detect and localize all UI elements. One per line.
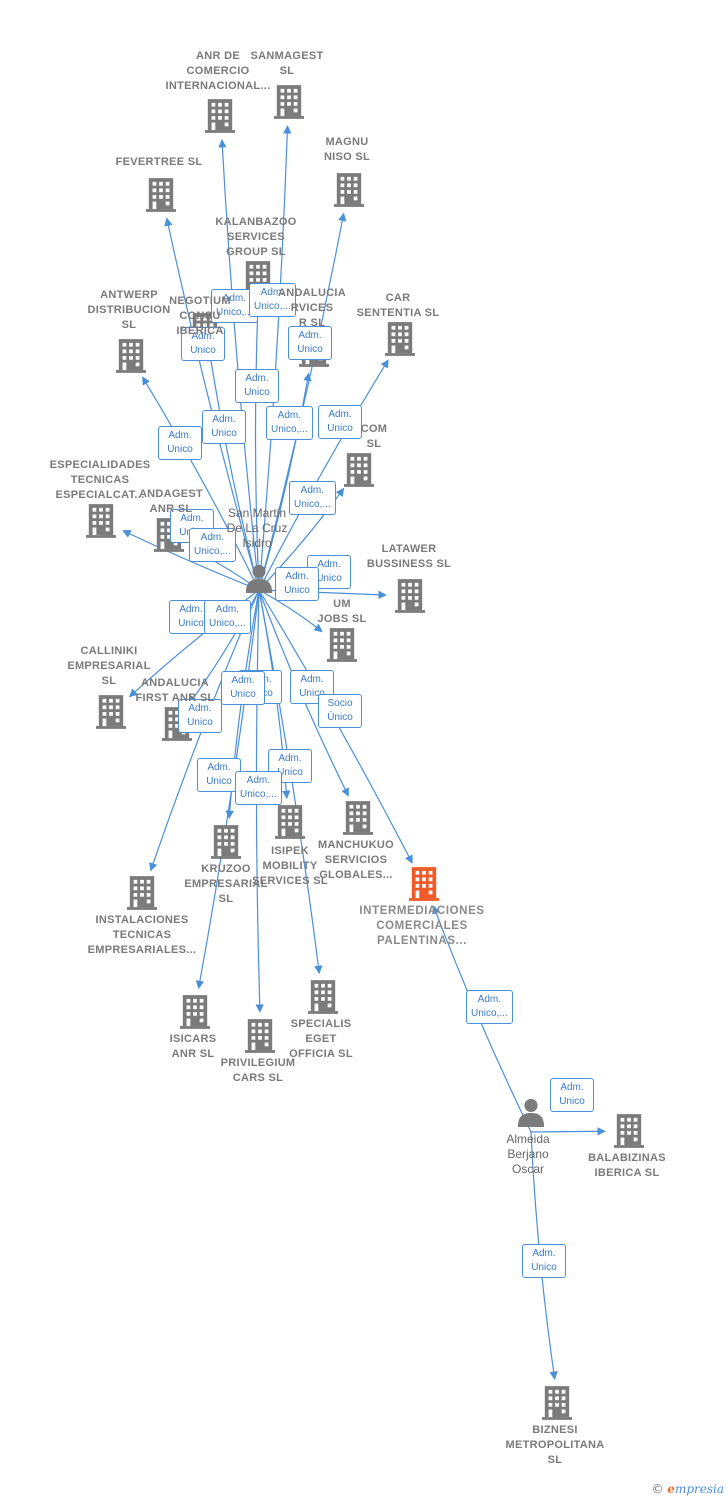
edge-sanmartin-sanm — [258, 125, 292, 591]
node-label-almeida[interactable]: Almeida Berjano Oscar — [506, 1132, 550, 1176]
node-label-anr[interactable]: ANR DE COMERCIO INTERNACIONAL... — [165, 50, 271, 92]
edge-label-sanmartin-specialis[interactable]: Adm. Unico — [221, 671, 265, 705]
node-label-jobs[interactable]: UM JOBS SL — [317, 598, 367, 625]
brand-rest: mpresia — [674, 1482, 724, 1496]
node-label-specialis[interactable]: SPECIALIS EGET OFFICIA SL — [289, 1018, 353, 1060]
node-label-sanmartin[interactable]: San Martin De La Cruz Isidro — [226, 506, 288, 550]
edge-sanmartin-fever — [164, 217, 260, 591]
building-icon-biznesi[interactable] — [542, 1386, 572, 1420]
node-label-instal[interactable]: INSTALACIONES TECNICAS EMPRESARIALES... — [87, 914, 197, 956]
node-label-isipek[interactable]: ISIPEK MOBILITY SERVICES SL — [252, 845, 328, 887]
building-icon-fever[interactable] — [146, 178, 176, 212]
edge-label-sanmartin-instal[interactable]: Adm. Unico — [178, 699, 222, 733]
edge-sanmartin-andserv — [258, 372, 312, 591]
edge-label-sanmartin-privil[interactable]: Adm. Unico,... — [235, 771, 282, 805]
node-label-magnu[interactable]: MAGNU NISO SL — [323, 136, 371, 163]
edge-label-sanmartin-negot[interactable]: Adm. Unico — [202, 410, 246, 444]
edge-label-almeida-inter[interactable]: Adm. Unico,... — [466, 990, 513, 1024]
node-label-sanm[interactable]: SANMAGEST SL — [250, 50, 324, 77]
node-label-com[interactable]: COM SL — [360, 423, 388, 450]
edge-sanmartin-kalan — [253, 301, 262, 591]
edge-label-almeida-balab[interactable]: Adm. Unico — [550, 1078, 594, 1112]
edge-label-sanmartin-inter[interactable]: Socio Único — [318, 694, 362, 728]
building-icon-isicars[interactable] — [180, 995, 210, 1029]
node-label-espec[interactable]: ESPECIALIDADES TECNICAS ESPECIALCAT... — [49, 459, 151, 501]
edge-label-sanmartin-kalan[interactable]: Adm. Unico — [235, 369, 279, 403]
building-icon-specialis[interactable] — [308, 980, 338, 1014]
node-label-andserv[interactable]: ANDALUCIA RVICES R SL — [277, 287, 347, 329]
node-label-antw[interactable]: ANTWERP DISTRIBUCION SL — [87, 289, 171, 331]
building-icon-manch[interactable] — [343, 801, 373, 835]
edge-sanmartin-antw — [142, 376, 260, 591]
building-icon-com[interactable] — [344, 453, 374, 487]
edge-sanmartin-negot — [206, 352, 260, 591]
edge-label-almeida-biznesi[interactable]: Adm. Unico — [522, 1244, 566, 1278]
node-label-biznesi[interactable]: BIZNESI METROPOLITANA SL — [505, 1424, 605, 1466]
edge-label-sanmartin-andag[interactable]: Adm. Unico,... — [189, 528, 236, 562]
edge-sanmartin-car — [258, 359, 389, 591]
edge-label-sanmartin-isipek[interactable]: Adm. Unico — [290, 670, 334, 704]
edge-sanmartin-espec — [122, 530, 260, 591]
person-icon-sanmartin[interactable] — [245, 564, 273, 593]
edge-almeida-balab — [530, 1127, 606, 1136]
node-label-fever[interactable]: FEVERTREE SL — [115, 156, 203, 168]
building-icon-car[interactable] — [385, 322, 415, 356]
brand-e: e — [667, 1482, 675, 1496]
edge-label-sanmartin-manch[interactable]: Adm. Unico — [268, 749, 312, 783]
building-icon-isipek[interactable] — [275, 805, 305, 839]
edge-sanmartin-jobs — [258, 589, 323, 633]
edge-label-sanmartin-jobs[interactable]: Adm. Unico — [275, 567, 319, 601]
node-label-kruzoo[interactable]: KRUZOO EMPRESARIAL SL — [184, 863, 268, 905]
edge-label-sanmartin-andserv[interactable]: Adm. Unico,... — [266, 406, 313, 440]
edge-label-sanmartin-sanm[interactable]: Adm. Unico,... — [249, 283, 296, 317]
edge-label-sanmartin-andfirst[interactable]: Adm. Unico,... — [204, 600, 251, 634]
building-icon-jobs[interactable] — [327, 628, 357, 662]
copyright-symbol: © — [651, 1482, 664, 1496]
node-label-balab[interactable]: BALABIZINAS IBERICA SL — [588, 1152, 666, 1179]
edge-sanmartin-magnu — [258, 212, 347, 591]
building-icon-antw[interactable] — [116, 339, 146, 373]
node-label-kalan[interactable]: KALANBAZOO SERVICES GROUP SL — [215, 216, 297, 258]
edge-sanmartin-anr — [218, 139, 260, 591]
edge-label-sanmartin-com[interactable]: Adm. Unico,... — [289, 481, 336, 515]
node-label-car[interactable]: CAR SENTENTIA SL — [356, 292, 440, 319]
edge-label-sanmartin-car[interactable]: Adm. Unico — [318, 405, 362, 439]
building-icon-anr[interactable] — [205, 99, 235, 133]
edge-label-sanmartin-fever[interactable]: Adm. Unico — [158, 426, 202, 460]
node-label-isicars[interactable]: ISICARS ANR SL — [169, 1033, 217, 1060]
node-label-andag[interactable]: ANDAGEST ANR SL — [138, 488, 204, 515]
edge-sanmartin-andfirst — [189, 589, 260, 705]
edge-label-sanmartin-antw[interactable]: Adm. Unico — [181, 327, 225, 361]
edge-label-sanmartin-magnu[interactable]: Adm. Unico — [288, 326, 332, 360]
building-icon-instal[interactable] — [127, 876, 157, 910]
building-icon-balab[interactable] — [614, 1114, 644, 1148]
node-label-inter[interactable]: INTERMEDIACIONES COMERCIALES PALENTINAS.… — [359, 905, 485, 947]
node-label-manch[interactable]: MANCHUKUO SERVICIOS GLOBALES... — [317, 839, 395, 881]
node-label-negot[interactable]: NEGOTIUM CONSU IBERICA — [169, 295, 231, 337]
empresia-credit[interactable]: © empresia — [651, 1482, 724, 1496]
node-label-latawer[interactable]: LATAWER BUSSINESS SL — [366, 543, 452, 570]
edge-label-sanmartin-kruzoo[interactable]: Adm. Unico — [197, 758, 241, 792]
node-label-callin[interactable]: CALLINIKI EMPRESARIAL SL — [67, 645, 151, 687]
node-label-privil[interactable]: PRIVILEGIUM CARS SL — [220, 1057, 296, 1084]
building-icon-magnu[interactable] — [334, 173, 364, 207]
node-label-andfirst[interactable]: ANDALUCIA FIRST ANR SL — [135, 677, 215, 704]
